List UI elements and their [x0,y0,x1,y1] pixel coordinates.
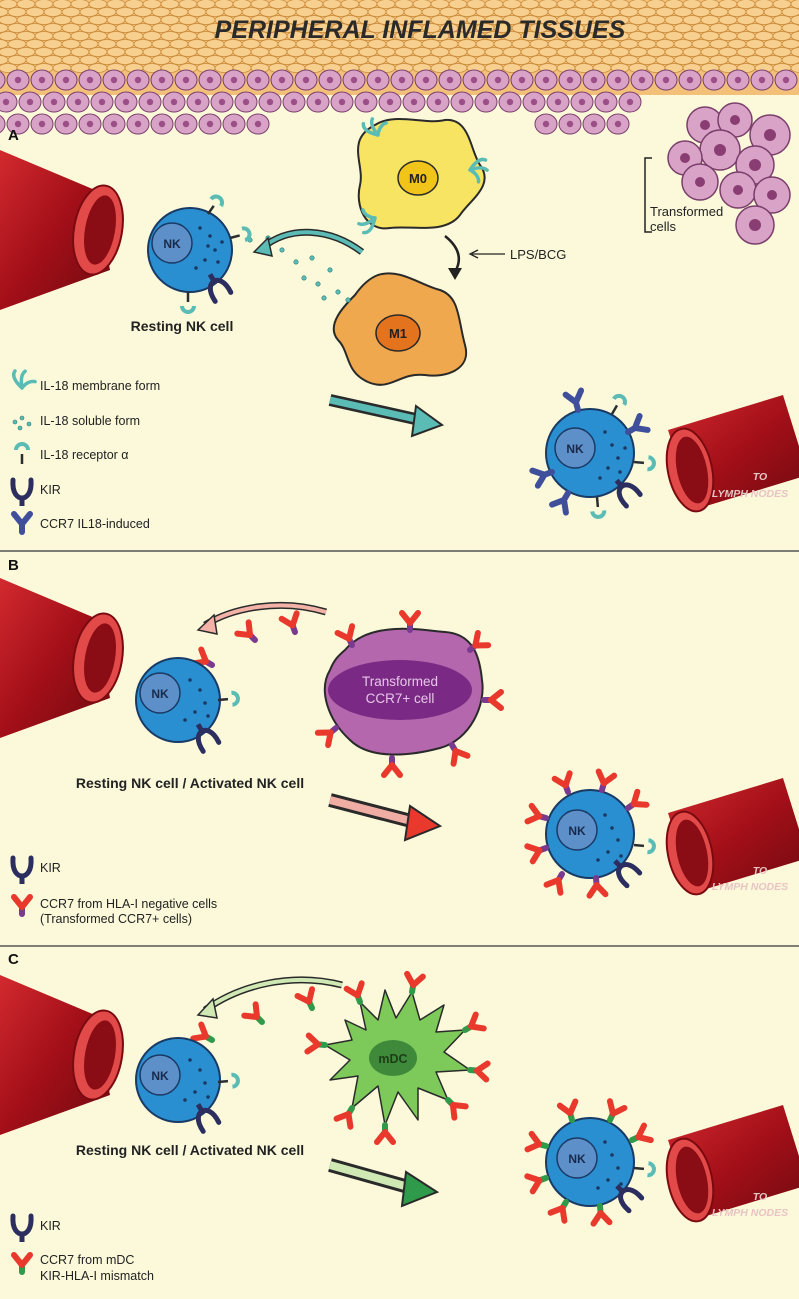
legend-panel-b: KIR CCR7 from HLA-I negative cells (Tran… [13,858,217,926]
kir-icon [13,480,31,506]
panel-b-letter: B [8,557,19,574]
activated-nk-cell-a: NK [532,391,657,520]
to-lymph-b-2: LYMPH NODES [712,881,788,893]
panel-c-letter: C [8,951,19,968]
ccr7-transfer-arrow-c [203,977,343,1012]
m0-label: M0 [409,171,427,186]
transformed-ccr7-cell: Transformed CCR7+ cell [318,613,501,775]
migration-arrow-c [328,1161,414,1192]
nk-label-a-right: NK [566,442,584,456]
activated-nk-cell-c: NK [527,1101,657,1223]
legend-a-item-3: IL-18 receptor α [40,448,129,462]
il18-membrane-icon [11,366,38,391]
resting-nk-caption: Resting NK cell [131,318,234,334]
activated-nk-cell-b: NK [527,772,657,896]
resting-nk-cell-a: NK [147,192,253,314]
legend-panel-c: KIR CCR7 from mDC KIR-HLA-I mismatch [13,1216,154,1283]
il18-signal-arrow [260,230,364,254]
transformed-cell-label-1: Transformed [362,674,438,689]
resting-nk-cell-c: NK [135,1037,241,1131]
nk-label-b-right: NK [568,824,586,838]
to-lymph-c-2: LYMPH NODES [712,1207,788,1219]
blood-vessel-c [0,974,131,1136]
to-lymph-c-1: TO [753,1191,767,1203]
m1-label: M1 [389,326,407,341]
legend-c-item-3: KIR-HLA-I mismatch [40,1269,154,1283]
inflamed-tissue-cells [0,69,798,135]
nk-label-a: NK [163,237,181,251]
legend-c-item-1: KIR [40,1219,61,1233]
transformed-cell-label-2: CCR7+ cell [366,691,435,706]
panel-b: B Transformed CCR7+ cell NK [0,557,799,926]
legend-b-item-3: (Transformed CCR7+ cells) [40,912,192,926]
legend-a-item-1: IL-18 membrane form [40,379,160,393]
legend-a-item-2: IL-18 soluble form [40,414,140,428]
m0-to-m1-arrow [444,235,461,273]
transformed-cells-cluster [667,102,791,245]
nk-caption-c: Resting NK cell / Activated NK cell [76,1142,304,1158]
kir-icon [13,1216,31,1242]
legend-b-item-2: CCR7 from HLA-I negative cells [40,897,217,911]
nk-caption-b: Resting NK cell / Activated NK cell [76,775,304,791]
nk-label-c-right: NK [568,1152,586,1166]
blood-vessel-b [0,577,131,739]
panel-a: A Transformed cells M0 [0,102,799,532]
panel-c: C mDC NK [0,951,799,1283]
to-lymph-a-2: LYMPH NODES [712,488,788,500]
to-lymph-b-1: TO [753,865,767,877]
legend-a-item-4: KIR [40,483,61,497]
tissue-top: PERIPHERAL INFLAMED TISSUES [0,0,799,135]
skin-cell-layer [0,0,799,73]
panel-a-letter: A [8,127,19,144]
nk-label-b: NK [151,687,169,701]
ccr7-transformed-icon [14,897,30,914]
il18-receptor-icon [14,442,30,466]
kir-icon [13,858,31,884]
ccr7-mdc-icon [14,1255,30,1272]
macrophage-m1: M1 [332,272,468,386]
migration-arrow-a [329,396,421,424]
mdc-label: mDC [378,1052,407,1066]
il18-soluble-icon [12,415,32,431]
blood-vessel-a [0,149,131,311]
to-lymph-a-1: TO [753,471,767,483]
resting-nk-cell-b: NK [135,657,241,751]
migration-arrow-b [328,796,417,826]
legend-a-item-5: CCR7 IL18-induced [40,517,150,531]
transformed-cells-bracket [644,157,652,233]
nk-label-c: NK [151,1069,169,1083]
legend-panel-a: IL-18 membrane form IL-18 soluble form I… [11,366,160,532]
lps-bcg-label: LPS/BCG [510,247,566,262]
macrophage-m0: M0 [350,110,494,236]
header-title: PERIPHERAL INFLAMED TISSUES [215,16,626,44]
transformed-cells-label-1: Transformed [650,204,723,219]
legend-c-item-2: CCR7 from mDC [40,1253,134,1267]
ccr7-il18-icon [14,514,30,532]
mature-dendritic-cell: mDC [307,974,487,1142]
legend-b-item-1: KIR [40,861,61,875]
transformed-cells-label-2: cells [650,219,677,234]
